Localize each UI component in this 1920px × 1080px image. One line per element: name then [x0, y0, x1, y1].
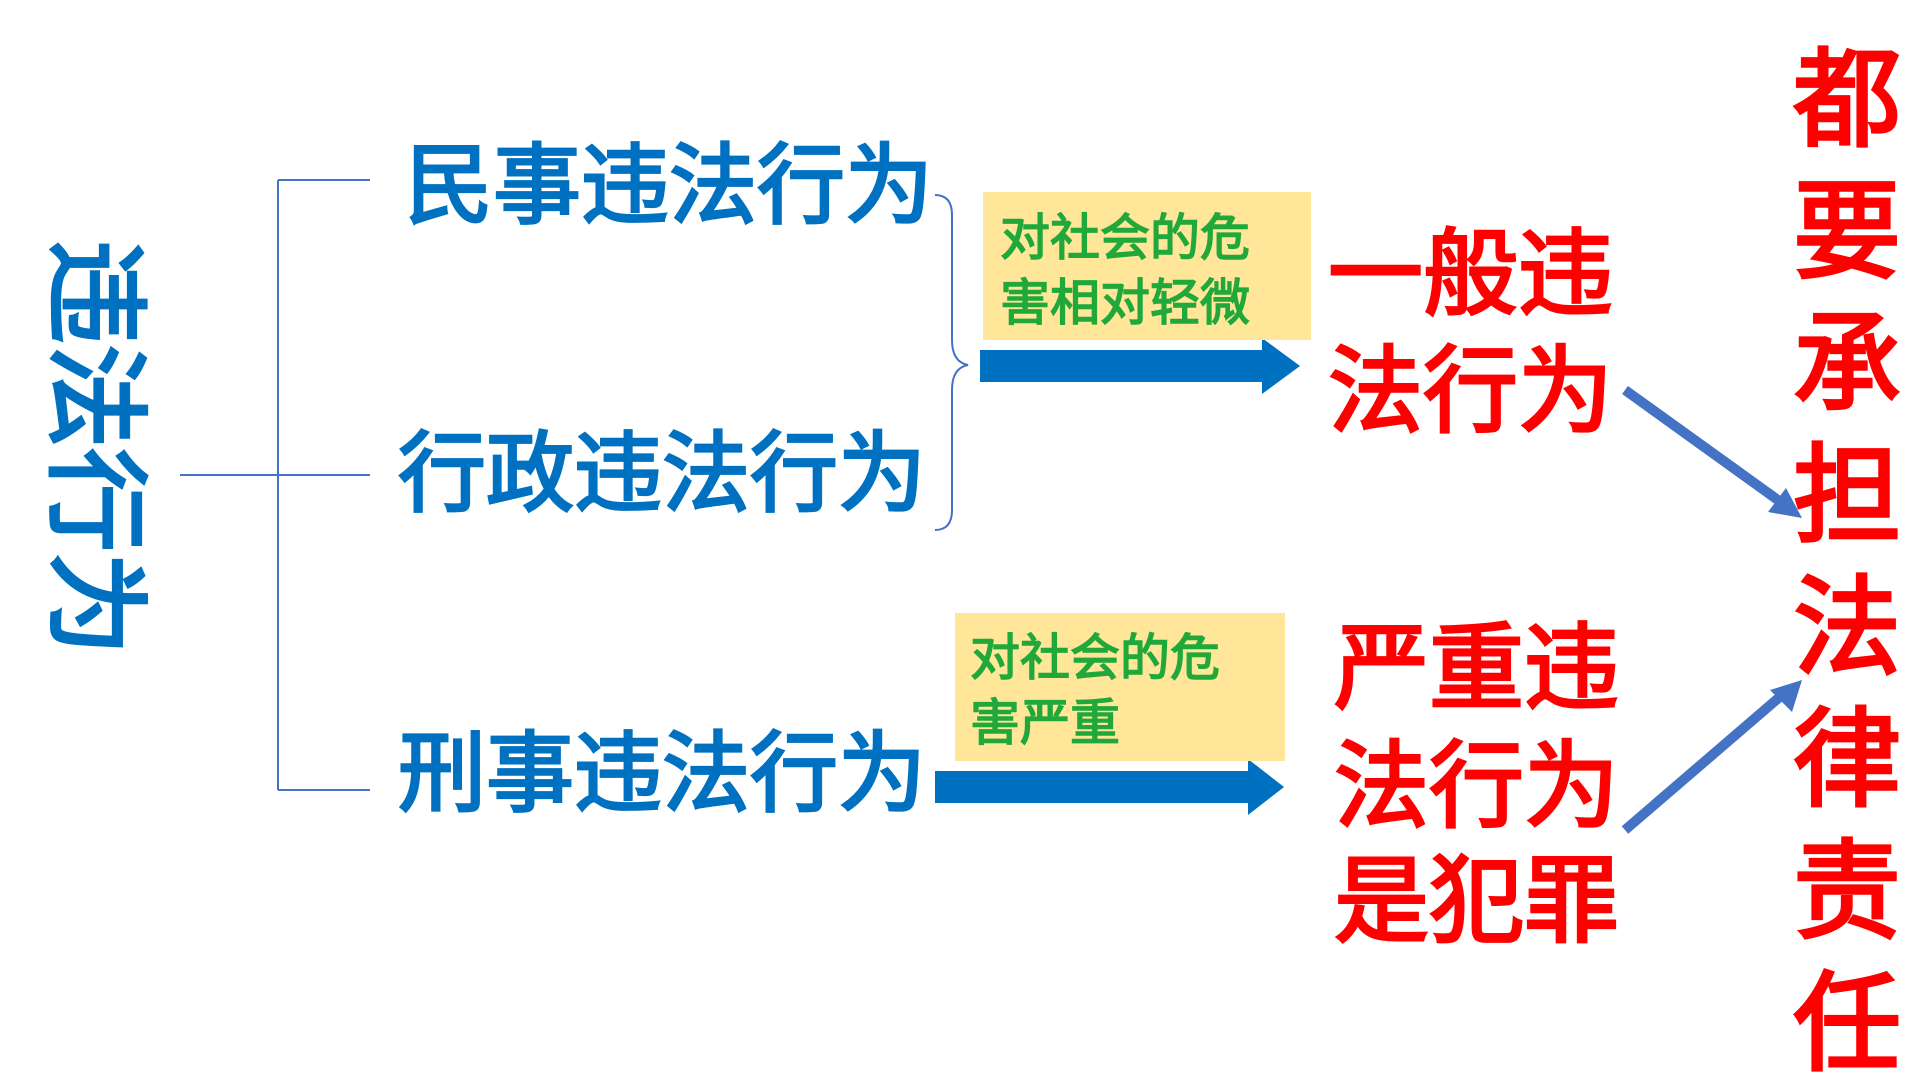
note-serious-line2: 害严重 [970, 694, 1120, 752]
outcome-severe-line1: 严重违 [1334, 614, 1620, 724]
conclusion-char: 担 [1792, 434, 1901, 559]
group-brace [934, 194, 969, 531]
conclusion-char: 都 [1792, 38, 1901, 163]
diag-arrow-bottom-head-icon [1770, 680, 1802, 712]
outcome-general-line1: 一般违 [1328, 220, 1614, 330]
conclusion-column: 都 要 承 担 法 律 责 任 [1782, 35, 1912, 1080]
conclusion-char: 要 [1792, 170, 1901, 295]
outcome-severe-line2: 法行为 [1334, 732, 1620, 842]
arrow-to-severe-icon [935, 759, 1284, 815]
conclusion-char: 任 [1792, 962, 1901, 1080]
note-minor-line1: 对社会的危 [1000, 209, 1250, 267]
note-minor-box [983, 192, 1311, 340]
branch-criminal-label: 刑事违法行为 [398, 722, 927, 825]
conclusion-char: 法 [1792, 566, 1901, 691]
root-node-label: 违法行为 [34, 240, 156, 657]
diag-arrow-bottom-line [1621, 691, 1786, 834]
note-minor-line2: 害相对轻微 [1000, 274, 1250, 332]
note-serious-line1: 对社会的危 [970, 629, 1220, 687]
diag-arrow-top-line [1622, 385, 1785, 508]
branch-civil-label: 民事违法行为 [405, 134, 934, 237]
diag-arrow-top-head-icon [1768, 488, 1802, 518]
branch-administrative-label: 行政违法行为 [398, 422, 927, 525]
arrow-to-general-icon [980, 338, 1300, 394]
conclusion-char: 责 [1792, 830, 1901, 955]
outcome-severe-line3: 是犯罪 [1334, 847, 1620, 957]
conclusion-char: 律 [1792, 698, 1901, 823]
outcome-general-line2: 法行为 [1328, 337, 1614, 447]
conclusion-char: 承 [1792, 302, 1901, 427]
note-serious-box [955, 613, 1285, 761]
